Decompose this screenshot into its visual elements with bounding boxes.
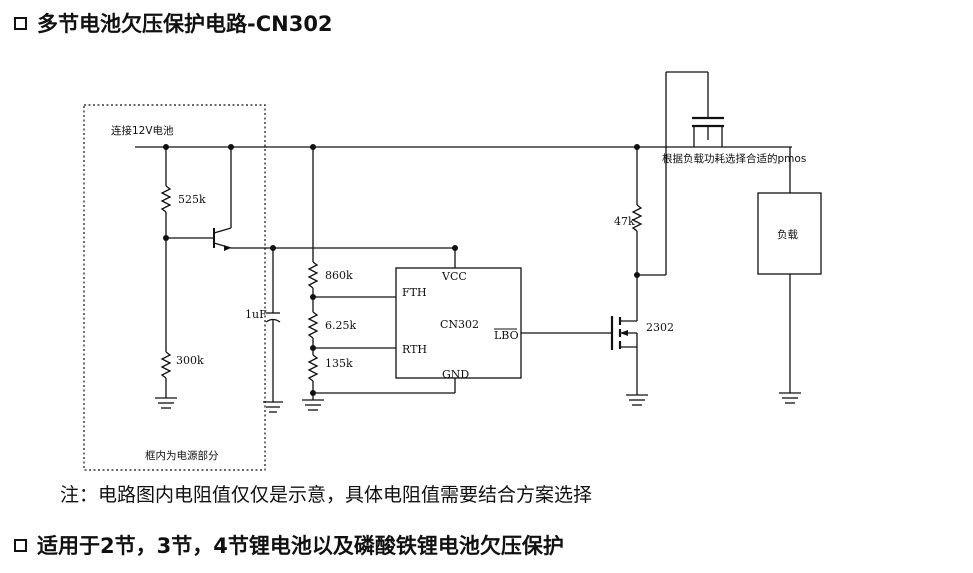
pin-rth: RTH (402, 343, 427, 356)
resistor-300k (160, 351, 172, 379)
pin-fth: FTH (402, 286, 427, 299)
capacitor-1uF (265, 312, 281, 323)
pin-gnd: GND (442, 368, 469, 381)
ic-name: CN302 (440, 318, 479, 331)
top-heading-text: 多节电池欠压保护电路-CN302 (37, 12, 333, 36)
pmos-switch (692, 116, 724, 147)
resistor-860k (307, 261, 319, 289)
label-525k: 525k (178, 193, 206, 206)
note-text: 注：电路图内电阻值仅仅是示意，具体电阻值需要结合方案选择 (60, 484, 593, 506)
ic-cn302 (395, 267, 522, 379)
resistor-47k (631, 204, 643, 232)
label-6.25k: 6.25k (325, 319, 356, 332)
ground-2 (263, 401, 283, 413)
pin-lbo: LBO (494, 329, 519, 342)
label-135k: 135k (325, 357, 353, 370)
pmos-note: 根据负载功耗选择合适的pmos (662, 152, 806, 165)
battery-label: 连接12V电池 (111, 124, 174, 137)
label-860k: 860k (325, 269, 353, 282)
bottom-heading-text: 适用于2节，3节，4节锂电池以及磷酸铁锂电池欠压保护 (37, 534, 564, 558)
load-label: 负载 (777, 228, 798, 241)
label-2302: 2302 (646, 321, 674, 334)
emitter-arrow-icon (224, 245, 231, 251)
ground-3 (302, 399, 324, 411)
box-caption: 框内为电源部分 (145, 449, 219, 462)
square-bullet-icon (14, 16, 27, 30)
power-section-box (83, 104, 266, 471)
label-47k: 47k (614, 215, 635, 228)
pin-vcc: VCC (441, 270, 467, 283)
bottom-heading: 适用于2节，3节，4节锂电池以及磷酸铁锂电池欠压保护 (14, 530, 564, 560)
resistor-135k (307, 354, 319, 382)
ground-4 (626, 394, 648, 406)
label-300k: 300k (176, 354, 204, 367)
label-1uF: 1uF (245, 308, 267, 321)
ground-5 (779, 392, 801, 404)
resistor-525k (160, 185, 172, 213)
junction-dots (163, 144, 640, 396)
ground-1 (155, 397, 177, 409)
square-bullet-icon (14, 538, 27, 552)
nmos-arrow-icon (620, 330, 628, 336)
nmos-2302 (610, 316, 638, 350)
resistor-6.25k (307, 311, 319, 339)
top-heading: 多节电池欠压保护电路-CN302 (14, 8, 333, 38)
